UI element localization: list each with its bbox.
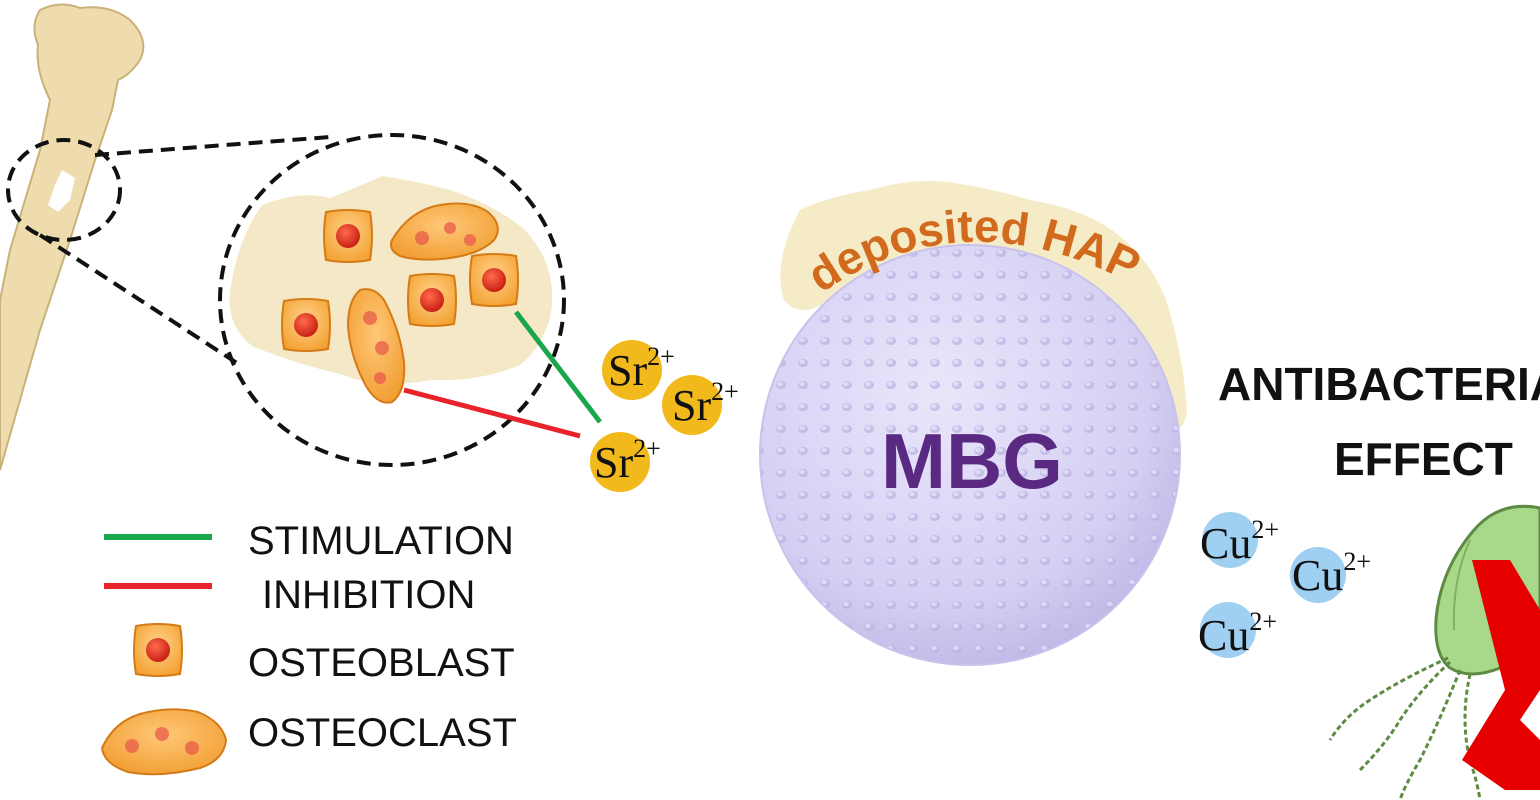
sr-ion: Sr2+ bbox=[662, 375, 739, 435]
stimulation-line bbox=[514, 310, 602, 424]
zoom-line-top bbox=[94, 135, 331, 157]
cu-ion: Cu2+ bbox=[1290, 547, 1371, 603]
sr-symbol: Sr bbox=[672, 381, 711, 430]
svg-text:Cu2+: Cu2+ bbox=[1292, 547, 1371, 600]
cu-charge: 2+ bbox=[1343, 547, 1371, 576]
osteoclast-icon bbox=[390, 202, 499, 261]
zoom-source-circle bbox=[6, 138, 122, 242]
osteoblast-icon bbox=[469, 253, 519, 307]
legend: STIMULATION INHIBITION OSTEOBLAST OSTEOC… bbox=[100, 519, 517, 776]
sr-ion: Sr2+ bbox=[590, 432, 661, 492]
osteoblast-icon bbox=[407, 273, 457, 327]
svg-text:Sr2+: Sr2+ bbox=[608, 342, 675, 395]
sr-symbol: Sr bbox=[608, 346, 647, 395]
antibacterial-line2: EFFECT bbox=[1334, 433, 1513, 485]
sr-charge: 2+ bbox=[711, 377, 739, 406]
svg-text:Sr2+: Sr2+ bbox=[672, 377, 739, 430]
cu-symbol: Cu bbox=[1200, 519, 1251, 568]
svg-text:Sr2+: Sr2+ bbox=[594, 434, 661, 487]
cu-charge: 2+ bbox=[1249, 607, 1277, 636]
hap-coating bbox=[780, 181, 1187, 432]
svg-text:Cu2+: Cu2+ bbox=[1200, 515, 1279, 568]
zoom-detail-circle bbox=[218, 133, 566, 467]
cross-icon bbox=[1462, 560, 1540, 790]
legend-inhibition-label: INHIBITION bbox=[262, 573, 475, 617]
cu-charge: 2+ bbox=[1251, 515, 1279, 544]
osteoblast-icon bbox=[281, 298, 331, 352]
legend-stimulation-label: STIMULATION bbox=[248, 519, 514, 563]
cu-symbol: Cu bbox=[1198, 611, 1249, 660]
sr-ion: Sr2+ bbox=[602, 340, 675, 400]
antibacterial-line1: ANTIBACTERIAL bbox=[1218, 358, 1540, 410]
cu-symbol: Cu bbox=[1292, 551, 1343, 600]
legend-osteoclast-label: OSTEOCLAST bbox=[248, 711, 517, 755]
sr-charge: 2+ bbox=[633, 434, 661, 463]
zoom-line-bottom bbox=[38, 233, 242, 367]
inhibition-line bbox=[403, 387, 581, 439]
sr-charge: 2+ bbox=[647, 342, 675, 371]
bone-icon bbox=[0, 3, 145, 471]
legend-osteoblast-label: OSTEOBLAST bbox=[248, 641, 515, 685]
sr-symbol: Sr bbox=[594, 438, 633, 487]
osteoclast-icon bbox=[100, 708, 228, 776]
cu-ion: Cu2+ bbox=[1198, 602, 1277, 660]
mbg-label: MBG bbox=[881, 417, 1063, 505]
mbg-sphere bbox=[759, 244, 1181, 666]
osteoclast-icon bbox=[346, 288, 406, 404]
cu-ion: Cu2+ bbox=[1200, 512, 1279, 568]
osteoblast-icon bbox=[133, 623, 183, 677]
osteoblast-icon bbox=[323, 209, 373, 263]
svg-text:Cu2+: Cu2+ bbox=[1198, 607, 1277, 660]
